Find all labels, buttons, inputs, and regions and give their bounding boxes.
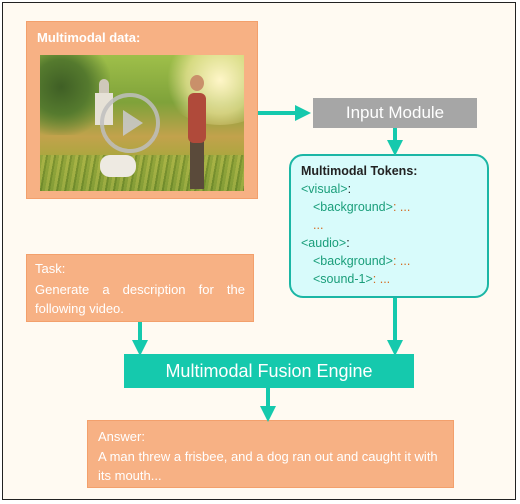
- token-suffix: : ...: [392, 200, 411, 214]
- token-line: <audio>:: [301, 234, 477, 252]
- answer-label: Answer:: [98, 429, 145, 444]
- task-text: Generate a description for the following…: [35, 282, 245, 316]
- token-tag: <sound-1>: [313, 272, 373, 286]
- token-tag: <background>: [313, 200, 393, 214]
- multimodal-data-label: Multimodal data:: [37, 30, 141, 45]
- input-module-box: Input Module: [313, 98, 477, 128]
- tokens-title: Multimodal Tokens:: [301, 164, 418, 178]
- task-label: Task:: [35, 261, 66, 276]
- token-suffix: :: [347, 182, 352, 196]
- answer-box: Answer: A man threw a frisbee, and a dog…: [87, 420, 454, 488]
- play-icon[interactable]: [100, 93, 160, 153]
- input-module-label: Input Module: [345, 103, 445, 122]
- token-line: <visual>:: [301, 180, 477, 198]
- token-line: <background>: ...: [301, 198, 477, 216]
- token-suffix: :: [346, 236, 350, 250]
- token-line: <sound-1>: ...: [301, 270, 477, 288]
- man-head-shape: [190, 75, 204, 91]
- multimodal-tokens-box: Multimodal Tokens: <visual>:<background>…: [289, 154, 489, 298]
- token-suffix: ...: [313, 218, 324, 232]
- token-tag: <audio>: [301, 236, 347, 250]
- task-box: Task: Generate a description for the fol…: [26, 254, 254, 322]
- token-line: ...: [301, 216, 477, 234]
- man-legs-shape: [190, 141, 204, 189]
- dog-shape: [100, 155, 136, 177]
- video-thumbnail[interactable]: [40, 55, 244, 191]
- answer-text: A man threw a frisbee, and a dog ran out…: [98, 449, 438, 483]
- token-line: <background>: ...: [301, 252, 477, 270]
- token-lines: <visual>:<background>: ......<audio>:<ba…: [301, 180, 477, 288]
- man-body-shape: [188, 93, 206, 143]
- multimodal-fusion-engine-box: Multimodal Fusion Engine: [124, 354, 414, 388]
- token-tag: <visual>: [301, 182, 348, 196]
- token-suffix: : ...: [372, 272, 391, 286]
- token-suffix: : ...: [392, 254, 411, 268]
- engine-label: Multimodal Fusion Engine: [165, 360, 373, 381]
- token-tag: <background>: [313, 254, 393, 268]
- grass-shape: [40, 155, 244, 191]
